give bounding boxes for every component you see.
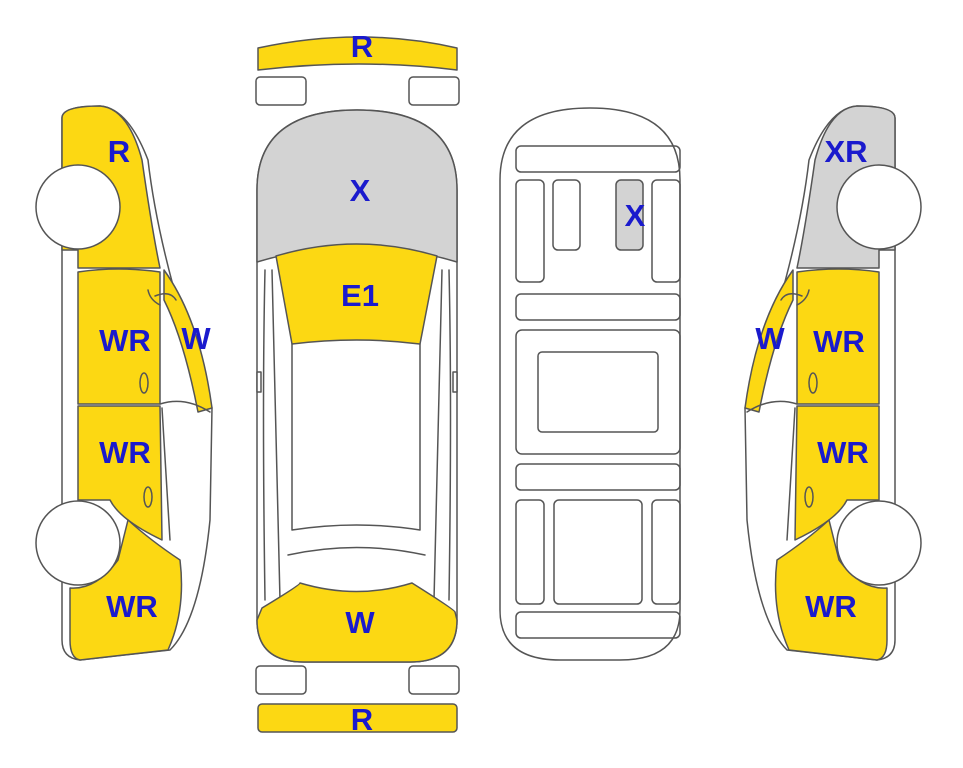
- left-front-wheel: [35, 164, 121, 250]
- rear-bumper-code: R: [351, 702, 373, 737]
- right-front-fender-code: XR: [824, 134, 867, 169]
- left-door-handle-front: [139, 372, 149, 394]
- left-front-window-code: W: [181, 321, 211, 356]
- left-mirror: [256, 371, 262, 393]
- front-headlight-left: [255, 76, 307, 106]
- top-view-side-lines: [262, 269, 452, 601]
- rear-bumper-panel[interactable]: [257, 703, 458, 733]
- floor-center-inner: [537, 351, 659, 433]
- left-door-handle-rear: [143, 486, 153, 508]
- right-rear-door-code: WR: [817, 435, 869, 470]
- right-door-handle-front: [808, 372, 818, 394]
- floor-rear-center: [553, 499, 643, 605]
- left-side-view: [35, 105, 213, 661]
- windshield-panel[interactable]: [275, 243, 438, 345]
- front-headlight-right: [408, 76, 460, 106]
- floor-rear-right: [651, 499, 681, 605]
- right-rear-quarter-code: WR: [805, 589, 857, 624]
- floor-front-left: [515, 179, 545, 283]
- left-front-window-panel[interactable]: [163, 269, 213, 413]
- right-side-lines: [746, 289, 810, 541]
- left-front-door-panel[interactable]: [77, 268, 161, 405]
- right-front-door-code: WR: [813, 324, 865, 359]
- floor-front-bar: [515, 145, 681, 173]
- top-view-car: [256, 109, 458, 663]
- floor-tail-bar: [515, 611, 681, 639]
- right-front-door-panel[interactable]: [796, 268, 880, 405]
- floor-rear-left: [515, 499, 545, 605]
- top-view-cabin-lines: [287, 343, 426, 556]
- floor-center-outer: [515, 329, 681, 455]
- rear-light-right: [408, 665, 460, 695]
- right-door-handle-rear: [804, 486, 814, 508]
- right-rear-door-panel[interactable]: [794, 405, 880, 541]
- left-front-door-code: WR: [99, 323, 151, 358]
- front-bumper-panel[interactable]: [257, 36, 458, 71]
- left-rear-wheel: [35, 500, 121, 586]
- floor-rear-bar: [515, 463, 681, 491]
- left-rear-door-panel[interactable]: [77, 405, 163, 541]
- right-front-wheel: [836, 164, 922, 250]
- left-rear-quarter-code: WR: [106, 589, 158, 624]
- floor-panel-code: X: [625, 198, 646, 233]
- hood-code: X: [350, 173, 371, 208]
- right-rear-wheel: [836, 500, 922, 586]
- front-bumper-code: R: [351, 29, 373, 64]
- right-front-window-code: W: [755, 321, 785, 356]
- floor-front-inner-left: [552, 179, 581, 251]
- left-rear-door-code: WR: [99, 435, 151, 470]
- left-side-lines: [147, 289, 211, 541]
- floor-view: [499, 107, 681, 661]
- left-front-fender-code: R: [108, 134, 130, 169]
- right-mirror: [452, 371, 458, 393]
- right-side-view: [744, 105, 922, 661]
- floor-damaged-panel[interactable]: [615, 179, 644, 251]
- windshield-code: E1: [341, 278, 379, 313]
- trunk-code: W: [345, 605, 375, 640]
- right-front-window-panel[interactable]: [744, 269, 794, 413]
- trunk-panel[interactable]: [256, 582, 458, 663]
- rear-light-left: [255, 665, 307, 695]
- floor-mid-bar: [515, 293, 681, 321]
- floor-front-right: [651, 179, 681, 283]
- floor-outline: [499, 107, 681, 661]
